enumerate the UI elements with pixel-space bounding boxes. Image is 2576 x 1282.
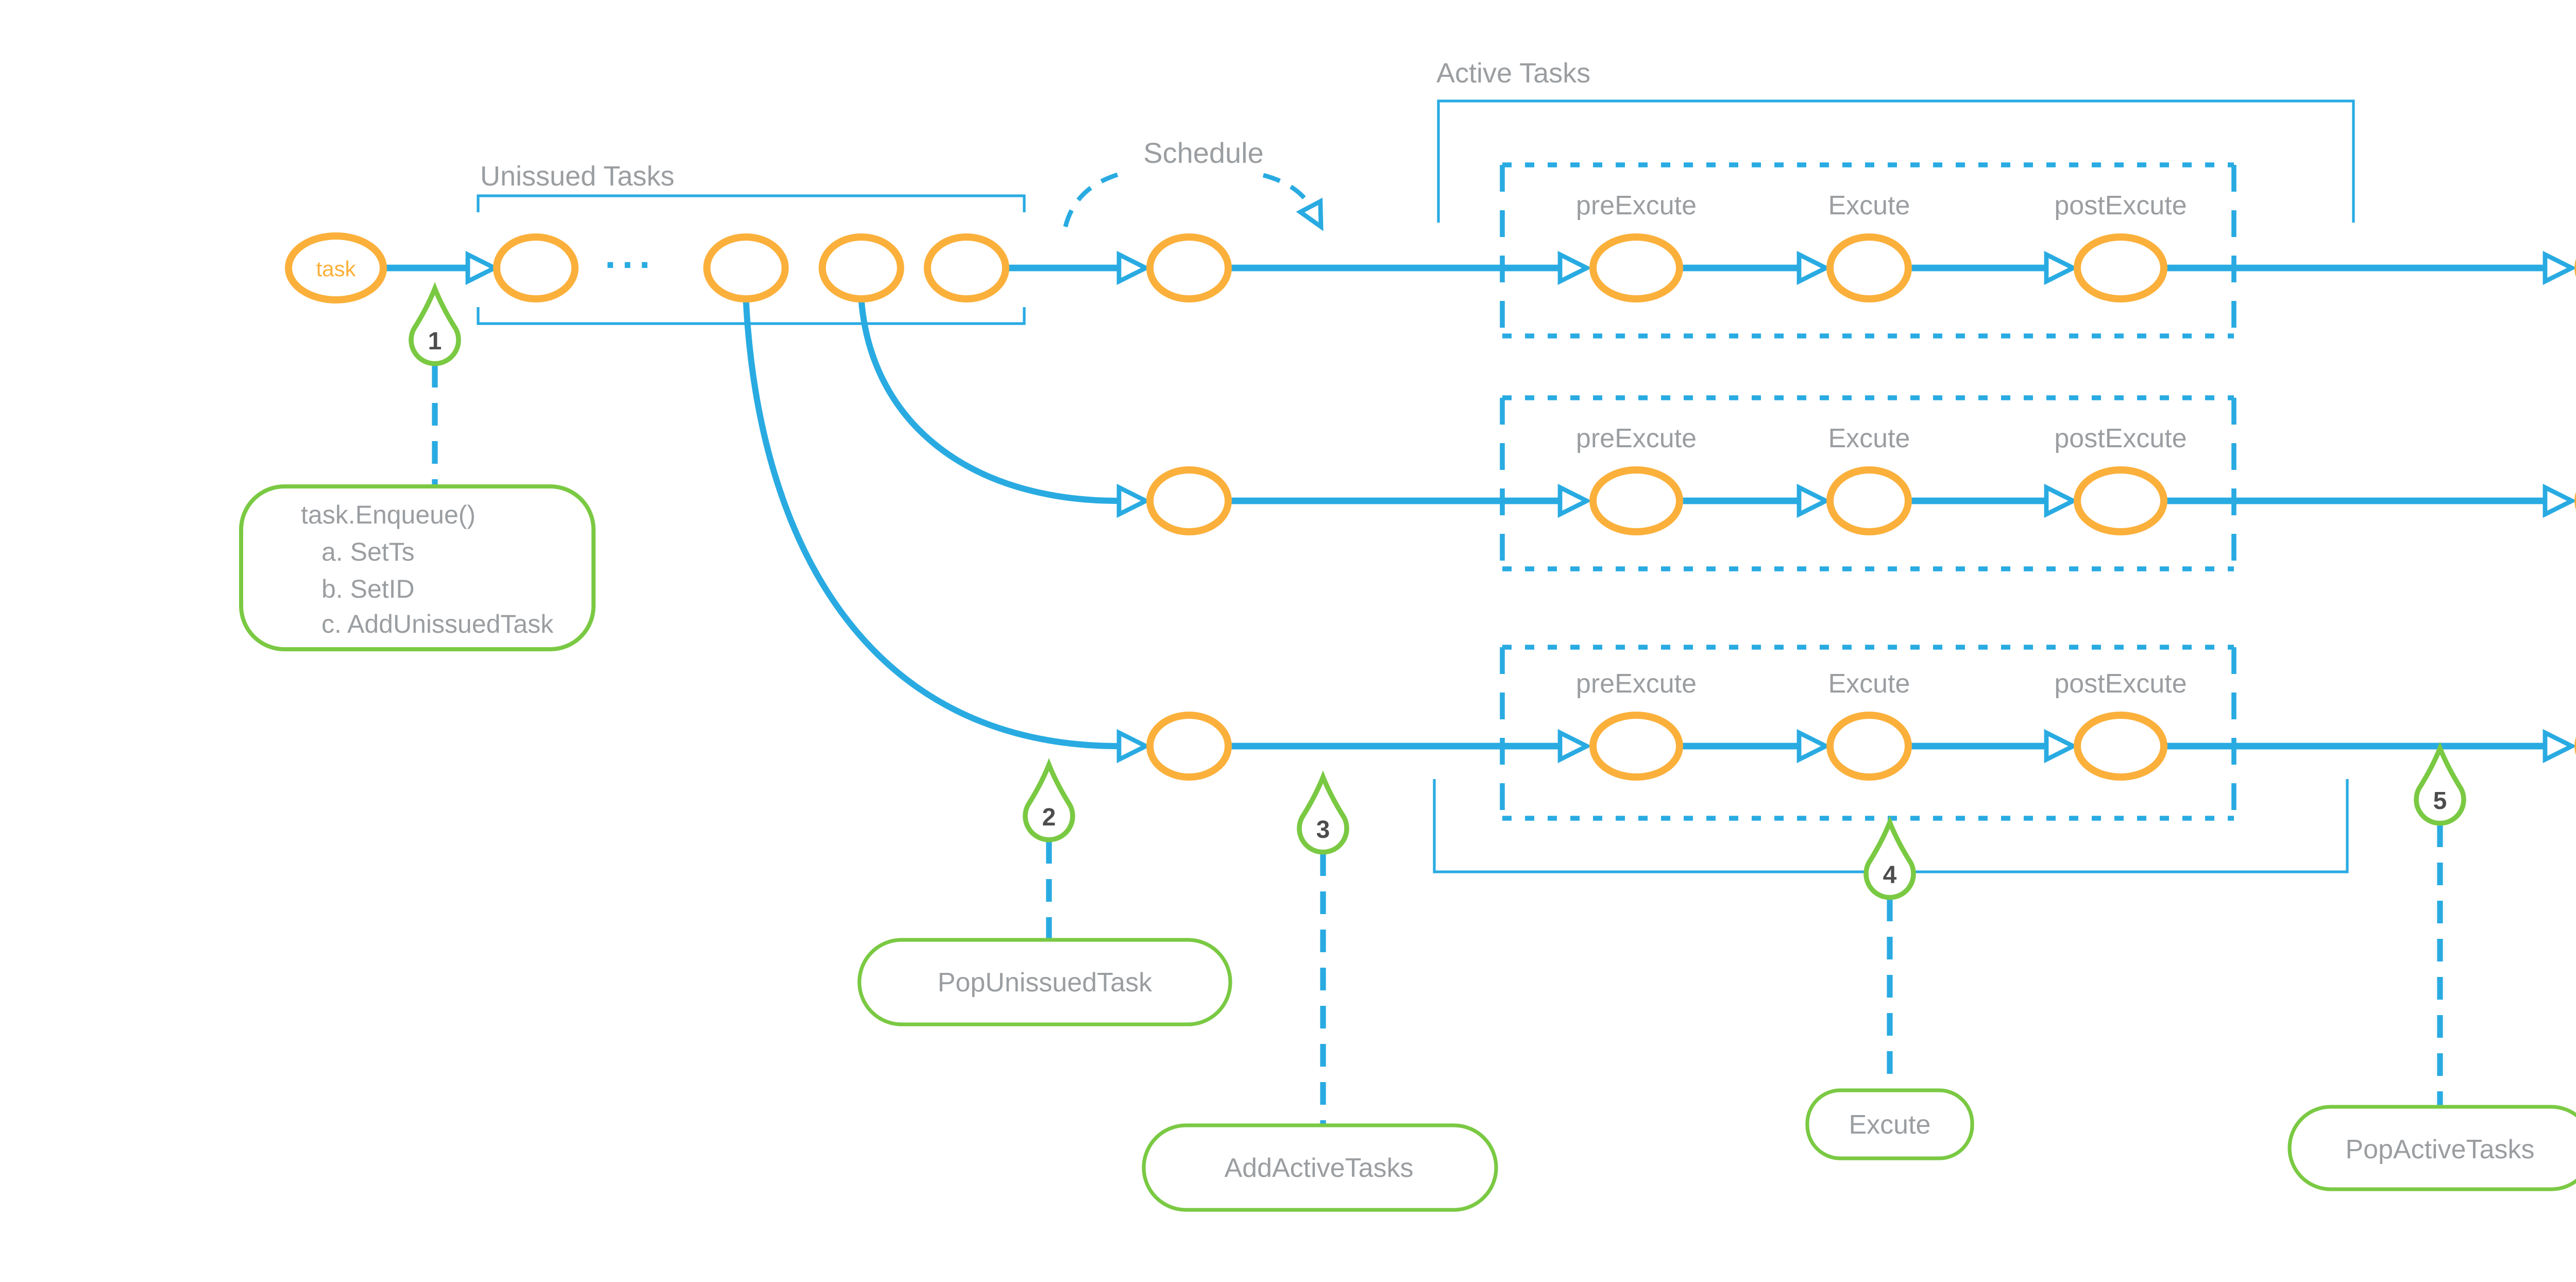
row3-seg3-arrowhead-icon [2044,729,2078,764]
row3-postexcute-node [2074,712,2167,781]
row3-preexcute-label: preExcute [1576,669,1697,699]
row1-excute-node [1826,233,1912,302]
row1-scheduled-node [1146,233,1232,302]
row2-postexcute-label: postExcute [2054,424,2187,453]
row1-postexcute-label: postExcute [2054,191,2187,221]
unissued-tasks-bracket: Unissued Tasks [477,161,1026,325]
callout-enqueue-line2: a. SetTs [321,537,415,566]
row3-arrival-arrowhead-icon [1116,729,1151,764]
row2-pipeline [1228,483,2576,518]
callout-enqueue-box [239,484,596,651]
callout-popunissuedtask: PopUnissuedTask [857,938,1232,1026]
row1-preexcute-node [1589,233,1683,302]
excute-label: Excute [1849,1110,1931,1140]
execution-box-row2 [1500,395,2236,571]
row3-seg4-arrowhead-icon [2543,729,2576,764]
callout-excute: Excute [1805,1088,1974,1160]
row3-pipeline [1228,729,2576,764]
queue-to-schedule-arrowhead-icon [1116,250,1151,285]
popunissuedtask-pill [857,938,1232,1026]
row1-pipeline [1228,250,2576,285]
row3-excute-node [1826,712,1912,781]
unissued-bracket-bottom [477,307,1026,325]
unissued-tasks-label: Unissued Tasks [480,161,674,192]
row3-scheduled-node [1146,712,1232,781]
callout-enqueue-line4: c. AddUnissuedTask [321,610,554,638]
popactivetasks-label: PopActiveTasks [2345,1135,2534,1165]
row2-excute-label: Excute [1828,424,1910,453]
row3-preexcute-node [1589,712,1683,781]
marker2-drop-icon [1023,758,1075,842]
marker2-number: 2 [1042,804,1056,831]
callout-enqueue-line1: task.Enqueue() [301,500,476,529]
queue-node-2 [703,233,789,302]
marker-3: 3 [1297,770,1349,855]
marker1-drop-icon [409,282,461,366]
marker1-number: 1 [428,328,442,355]
execution-box-row1 [1500,162,2236,339]
callout-enqueue: task.Enqueue() a. SetTs b. SetID c. AddU… [239,484,596,651]
queue-node-4 [924,233,1009,302]
execution-box-row3 [1500,645,2236,821]
addactivetasks-label: AddActiveTasks [1224,1153,1413,1183]
row2-arrival-arrowhead-icon [1116,483,1151,518]
schedule-arc-arrowhead-icon [1296,197,1324,231]
task-node [285,232,387,303]
row2-scheduled-node [1146,466,1232,535]
row1-preexcute-label: preExcute [1576,191,1697,221]
schedule-label: Schedule [1143,137,1264,169]
marker3-number: 3 [1316,816,1330,844]
marker-4: 4 [1863,816,1916,900]
marker5-number: 5 [2433,787,2447,815]
row1-seg2-arrowhead-icon [1797,250,1831,285]
row2-preexcute-label: preExcute [1576,424,1697,453]
row3-excute-label: Excute [1828,669,1910,699]
row3-seg1-arrowhead-icon [1557,729,1592,764]
schedule-arc-left [1063,171,1124,228]
row1-excute-label: Excute [1828,191,1910,221]
task-to-queue-arrowhead-icon [465,250,500,285]
excute-pill [1805,1088,1974,1160]
addactivetasks-pill [1142,1123,1498,1212]
popunissuedtask-label: PopUnissuedTask [938,968,1153,998]
row1-postexcute-node [2074,233,2167,302]
queue-to-row3-curve [743,300,1120,749]
row2-seg2-arrowhead-icon [1797,483,1831,518]
queue-node-3 [819,233,904,302]
marker-5: 5 [2414,741,2466,826]
queue-to-row2-curve [858,300,1120,504]
callout-enqueue-line3: b. SetID [321,575,415,603]
marker4-drop-icon [1863,816,1916,900]
row2-preexcute-node [1589,466,1683,535]
callout-popactivetasks: PopActiveTasks [2287,1105,2576,1191]
row2-excute-node [1826,466,1912,535]
active-tasks-label: Active Tasks [1436,58,1590,89]
callout-addactivetasks: AddActiveTasks [1142,1123,1498,1212]
task-node-label: task [316,257,356,281]
row3-postexcute-label: postExcute [2054,669,2187,699]
row2-seg4-arrowhead-icon [2543,483,2576,518]
row1-seg4-arrowhead-icon [2543,250,2576,285]
row2-seg1-arrowhead-icon [1557,483,1592,518]
popactivetasks-pill [2287,1105,2576,1191]
active-bracket-top [1437,99,2355,223]
schedule-annotation: Schedule [1063,137,1324,231]
row1-seg1-arrowhead-icon [1557,250,1592,285]
row1-seg3-arrowhead-icon [2044,250,2078,285]
marker3-drop-icon [1297,770,1349,855]
marker5-drop-icon [2414,741,2466,826]
queue-node-1 [493,233,579,302]
row2-seg3-arrowhead-icon [2044,483,2078,518]
marker-2: 2 [1023,758,1075,842]
marker4-number: 4 [1883,862,1897,889]
marker-1: 1 [409,282,461,366]
row3-seg2-arrowhead-icon [1797,729,1831,764]
row2-postexcute-node [2074,466,2167,535]
unissued-bracket-top [477,194,1026,212]
queue-ellipsis: ··· [605,243,656,287]
